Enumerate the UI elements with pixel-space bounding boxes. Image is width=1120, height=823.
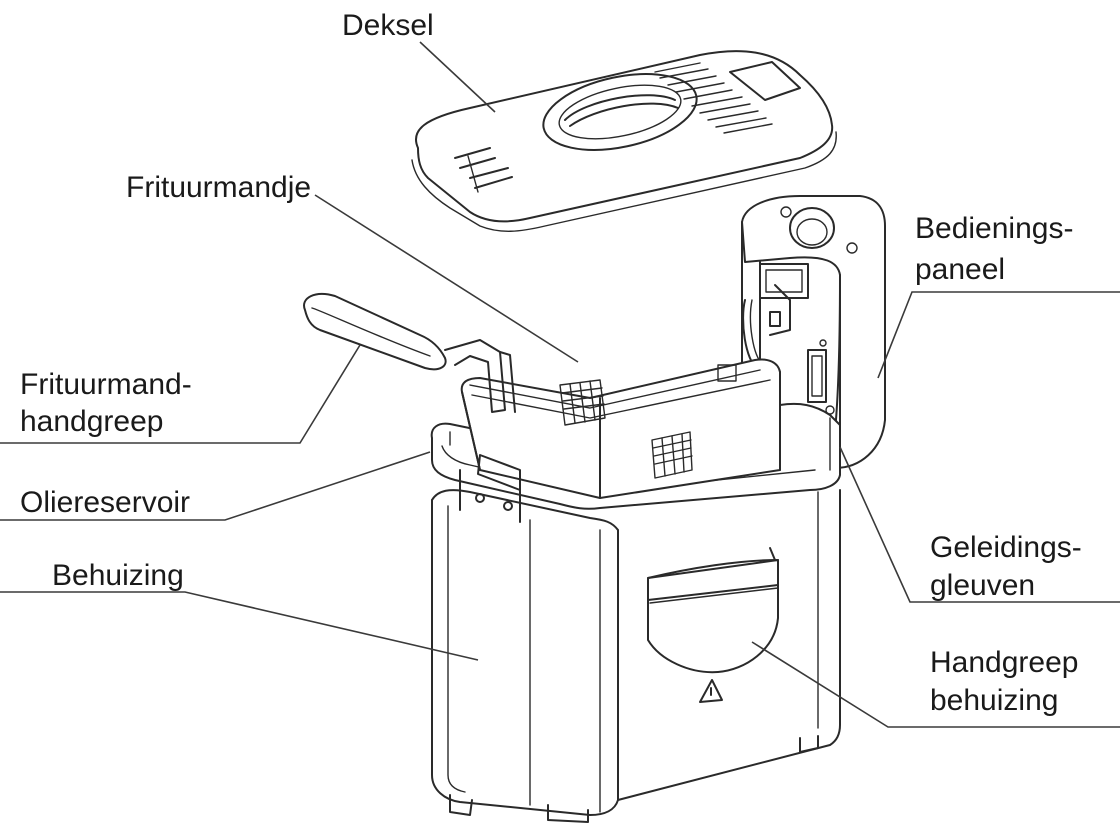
- label-basket-handle-line1: Frituurmand-: [20, 368, 192, 401]
- basket-handle: [303, 292, 516, 413]
- fry-basket: [460, 358, 781, 499]
- label-housing-handle-line1: Handgreep: [930, 646, 1079, 679]
- label-housing: Behuizing: [52, 559, 184, 592]
- label-guide-slots-line1: Geleidings-: [930, 531, 1082, 564]
- label-guide-slots-line2: gleuven: [930, 569, 1036, 602]
- housing: [431, 489, 841, 823]
- label-control-panel-line1: Bedienings-: [915, 212, 1074, 245]
- lid: [411, 50, 837, 232]
- label-basket-handle-line2: handgreep: [20, 405, 164, 438]
- label-housing-handle-line2: behuizing: [930, 684, 1059, 717]
- label-fry-basket: Frituurmandje: [126, 171, 312, 204]
- label-oil-reservoir: Oliereservoir: [20, 486, 191, 519]
- housing-handle: [647, 547, 779, 674]
- leader-lines: [0, 41, 1120, 728]
- label-lid: Deksel: [342, 9, 434, 42]
- label-control-panel-line2: paneel: [915, 253, 1006, 286]
